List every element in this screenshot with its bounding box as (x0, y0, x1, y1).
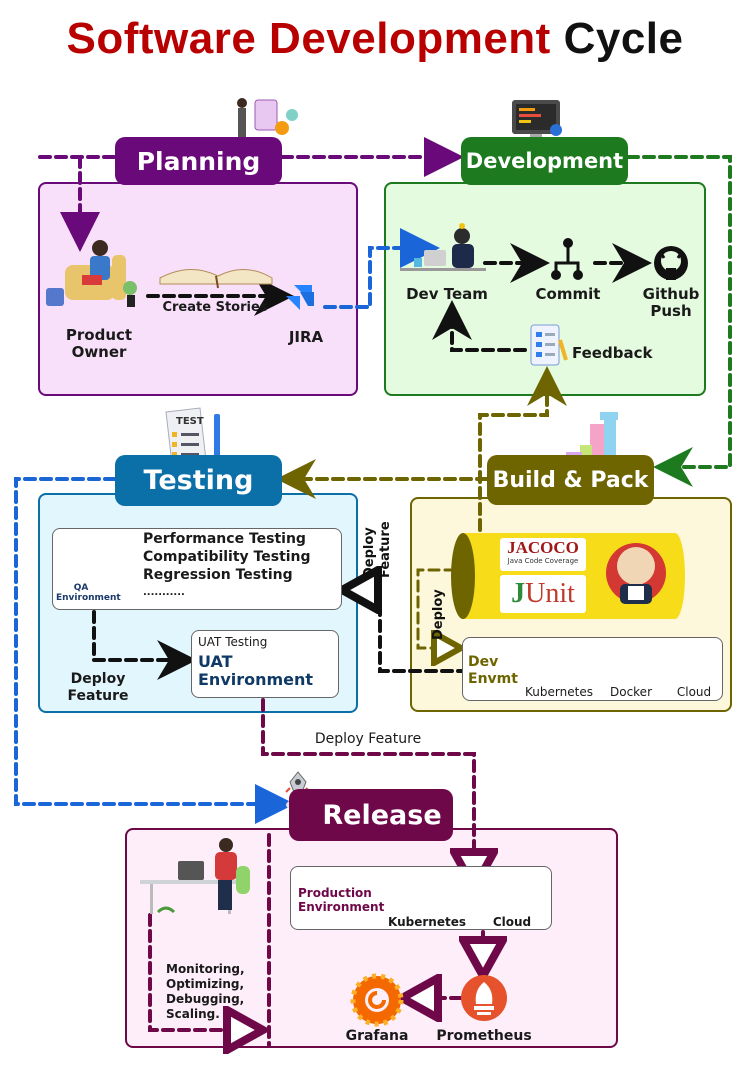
dev-team-label: Dev Team (406, 285, 488, 303)
test-types-list: Performance Testing Compatibility Testin… (143, 530, 311, 602)
test-type-compatibility: Compatibility Testing (143, 549, 311, 565)
feedback-icon (530, 324, 568, 366)
commit-label: Commit (535, 285, 601, 303)
arrow-dev-envmt-to-qa (350, 590, 470, 673)
grafana-icon (350, 973, 404, 1027)
uat-environment-card (191, 630, 339, 698)
build-deploy-feature-label: Deploy Feature (362, 508, 394, 578)
production-cloud-label: Cloud (492, 915, 532, 929)
planning-illustration-icon (237, 98, 298, 138)
commit-icon (551, 238, 583, 280)
planning-label-text: Planning (136, 146, 261, 176)
release-label-text: Release (322, 799, 442, 831)
test-type-performance: Performance Testing (143, 531, 306, 547)
jira-label: JIRA (288, 328, 324, 346)
arrow-monitoring-loop (148, 913, 255, 1030)
github-push-label: Github Push (642, 285, 700, 320)
release-person-icon (140, 838, 250, 914)
production-environment-card (290, 866, 552, 930)
dev-environment-card (462, 637, 723, 701)
dev-envmt-label: Dev Envmt (468, 654, 518, 687)
github-icon (654, 246, 688, 280)
prometheus-icon (461, 975, 507, 1021)
production-environment-label: Production Environment (298, 886, 385, 914)
qa-environment-label: QA Environment (56, 583, 121, 603)
uat-testing-label: UAT Testing (198, 635, 268, 649)
arrow-jira-to-dev-team (323, 228, 440, 309)
build-deploy-feature-text: Deploy Feature (362, 521, 393, 578)
uat-environment-label: UAT Environment (198, 652, 314, 689)
testing-label-text: Testing (143, 465, 254, 496)
production-kubernetes-label: Kubernetes (388, 915, 466, 929)
arrow-testing-to-release (14, 477, 295, 824)
jacoco-title: JACOCO (507, 538, 579, 557)
svg-text:TEST: TEST (176, 416, 204, 427)
book-icon (159, 269, 273, 289)
product-owner-label: Product Owner (65, 326, 133, 361)
jenkins-icon (606, 543, 666, 604)
planning-stage-label: Planning (115, 137, 282, 185)
release-stage-label: Release (289, 789, 453, 841)
development-monitor-icon (512, 100, 562, 140)
arrow-qa-to-uat (92, 610, 197, 680)
title-part-1: Software Development (66, 14, 551, 63)
arrow-build-to-feedback (478, 366, 567, 532)
jacoco-badge: JACOCO Java Code Coverage (500, 538, 586, 571)
grafana-label: Grafana (345, 1028, 409, 1044)
arrow-feedback-to-dev-team (432, 300, 527, 352)
jira-icon (286, 285, 314, 310)
ops-tasks-label: Monitoring, Optimizing, Debugging, Scali… (166, 962, 245, 1021)
development-label-text: Development (465, 149, 624, 173)
junit-badge: JUnit (500, 575, 586, 613)
feedback-label: Feedback (572, 344, 653, 362)
dev-team-icon (400, 223, 486, 271)
lego-blocks-icon (566, 412, 618, 462)
testing-deploy-feature-label: Deploy Feature (67, 671, 129, 704)
junit-j: J (511, 578, 526, 609)
product-owner-icon (46, 240, 137, 307)
prometheus-label: Prometheus (436, 1028, 532, 1044)
development-stage-label: Development (461, 137, 628, 185)
qa-environment-card (52, 528, 342, 610)
arrow-build-deploy (416, 568, 455, 648)
build-deploy-label: Deploy (431, 589, 446, 640)
test-type-more: ........... (143, 587, 185, 598)
build-stage-label: Build & Pack (487, 455, 654, 505)
test-type-regression: Regression Testing (143, 567, 293, 583)
dev-cloud-label: Cloud (676, 685, 712, 699)
dev-kubernetes-label: Kubernetes (525, 685, 593, 699)
build-label-text: Build & Pack (492, 467, 649, 493)
release-deploy-feature-label: Deploy Feature (314, 731, 422, 747)
jacoco-subtitle: Java Code Coverage (507, 557, 579, 565)
dev-docker-label: Docker (609, 685, 653, 699)
title-part-2: Cycle (563, 14, 684, 63)
page-title: Software Development Cycle (0, 14, 750, 64)
junit-rest: Unit (525, 578, 575, 609)
testing-stage-label: Testing (115, 455, 282, 506)
test-document-icon: TEST (165, 407, 220, 466)
arrow-uat-to-production (261, 698, 474, 880)
create-stories-label: Create Stories (162, 300, 268, 315)
arrow-development-to-build (626, 155, 732, 487)
